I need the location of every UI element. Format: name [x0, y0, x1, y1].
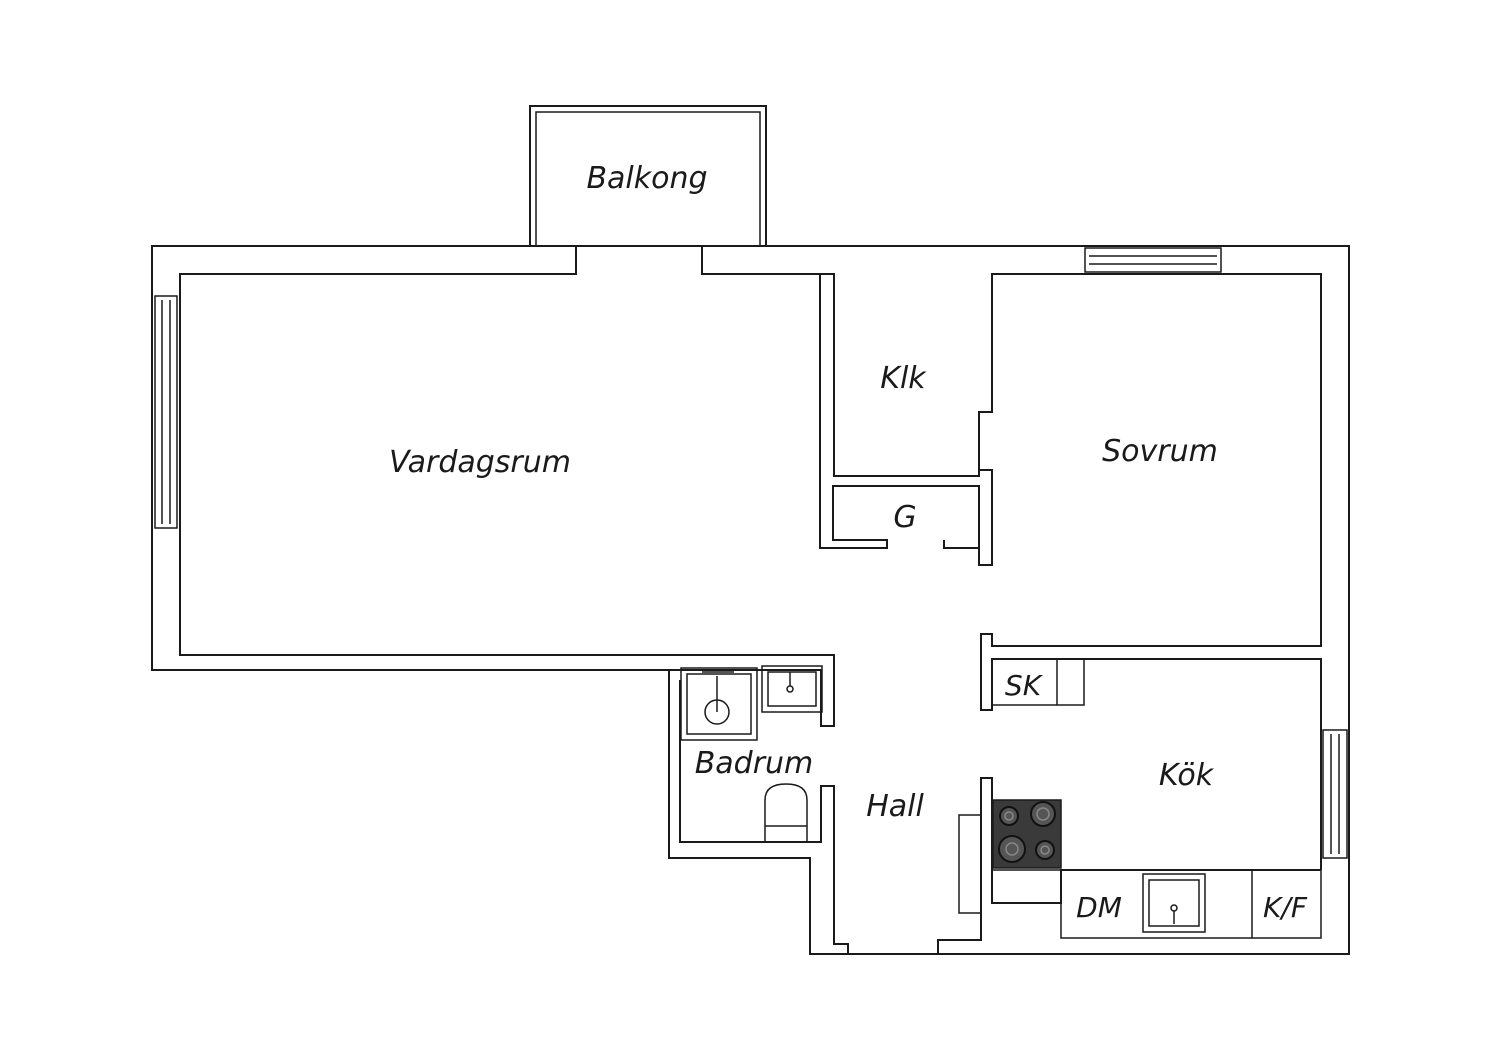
- burner-icon: [998, 835, 1026, 863]
- hall-bench: [958, 814, 982, 914]
- label-klk: Klk: [880, 361, 927, 396]
- label-sk: SK: [1005, 669, 1044, 702]
- label-badrum: Badrum: [695, 746, 814, 781]
- windows: [154, 247, 1348, 859]
- sk-cabinet: [991, 658, 1085, 706]
- label-g: G: [893, 500, 916, 535]
- room-labels: Balkong Vardagsrum Klk G Sovrum SK Badru…: [389, 161, 1308, 924]
- burner-icon: [1035, 840, 1055, 860]
- window-bedroom: [1084, 247, 1222, 273]
- label-sovrum: Sovrum: [1102, 434, 1218, 469]
- outer-walls: [151, 245, 1350, 955]
- label-vardagsrum: Vardagsrum: [389, 445, 571, 480]
- window-kitchen: [1322, 729, 1348, 859]
- label-kf: K/F: [1263, 891, 1308, 924]
- kitchen-sink: [1142, 873, 1206, 933]
- window-living-room: [154, 295, 178, 529]
- toilet: [764, 783, 808, 842]
- counter: [1060, 869, 1322, 939]
- burner-icon: [999, 806, 1019, 826]
- label-kok: Kök: [1159, 758, 1215, 793]
- kitchen-fixtures: [958, 658, 1322, 939]
- burner-icon: [1030, 801, 1056, 827]
- shower: [680, 667, 758, 741]
- bathroom-sink: [761, 665, 823, 713]
- label-dm: DM: [1076, 891, 1122, 924]
- label-hall: Hall: [866, 789, 924, 824]
- label-balkong: Balkong: [586, 161, 707, 196]
